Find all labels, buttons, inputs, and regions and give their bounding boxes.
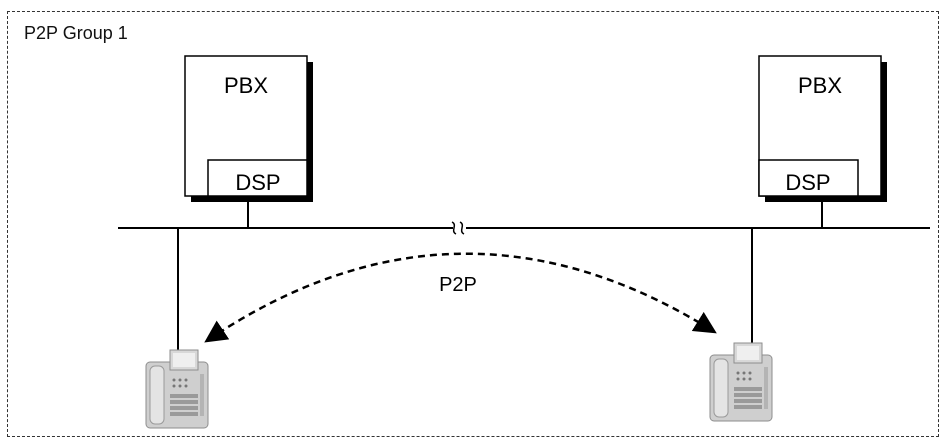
network-line [118,221,930,235]
p2p-group-frame [7,11,939,437]
p2p-arc [204,252,717,343]
pbx-right-title: PBX [798,73,842,98]
connectors [177,196,823,351]
pbx-right: PBX DSP [758,55,887,202]
dsp-box-right [758,159,859,197]
group-label: P2P Group 1 [24,23,128,43]
dsp-box-left [207,159,308,197]
pbx-left-title: PBX [224,73,268,98]
wavy-break-icon [451,221,465,235]
pbx-left: PBX DSP [184,55,313,202]
ip-phone-icon [145,349,209,429]
dsp-right-label: DSP [785,170,830,195]
p2p-label: P2P [439,274,477,296]
ip-phone-icon [709,342,773,422]
dsp-left-label: DSP [235,170,280,195]
